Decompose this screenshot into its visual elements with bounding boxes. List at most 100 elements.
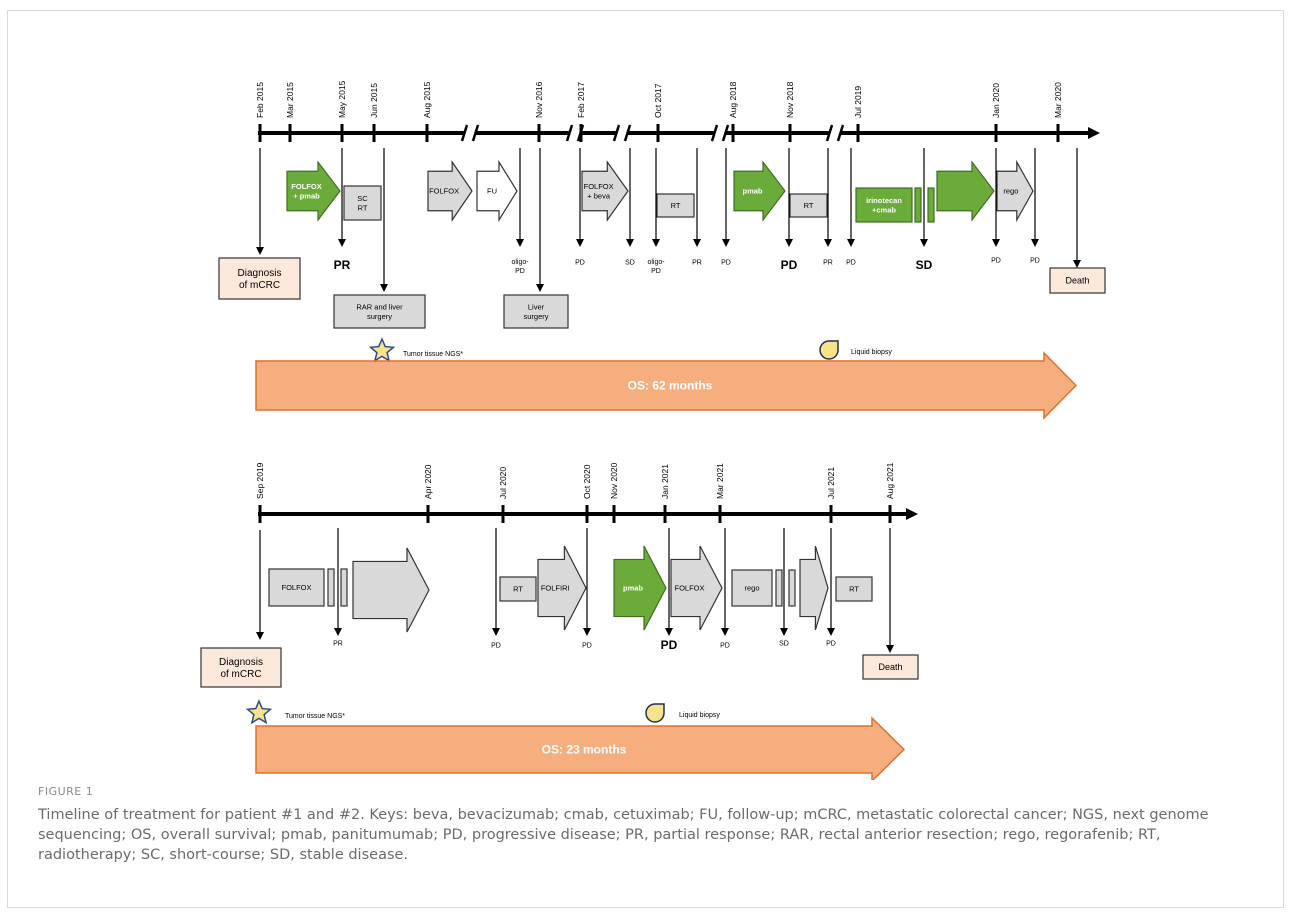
treatment-box — [789, 193, 828, 218]
date-label: Aug 2021 — [885, 462, 895, 499]
treatment-separator — [775, 569, 783, 607]
ngs-label: Tumor tissue NGS* — [403, 351, 463, 358]
surgery-box-label: Liver — [528, 302, 545, 311]
date-label: Jan 2021 — [660, 464, 670, 499]
biopsy-label: Liquid biopsy — [851, 349, 892, 356]
treatment-arrow-label: FOLFOX — [291, 182, 321, 191]
treatment-box-label: FOLFOX — [281, 583, 311, 592]
date-label: Feb 2017 — [576, 82, 586, 118]
surgery-box-label: surgery — [523, 312, 548, 321]
response-arrow-head — [626, 239, 634, 247]
diagnosis-box — [218, 257, 301, 300]
response-arrow-head — [780, 628, 788, 636]
date-label: Nov 2020 — [609, 462, 619, 499]
response-arrow-head — [652, 239, 660, 247]
treatment-box — [656, 193, 695, 218]
treatment-box-label: RT — [358, 203, 368, 212]
timeline-axis-patient2-arrowhead — [906, 508, 918, 520]
diagnosis-arrow-head — [256, 247, 264, 255]
figure-caption: Timeline of treatment for patient #1 and… — [38, 807, 1209, 863]
response-label: oligo- — [647, 259, 665, 266]
treatment-arrow-label: pmab — [742, 187, 762, 196]
treatment-arrow — [613, 545, 667, 631]
biopsy-label: Liquid biopsy — [679, 712, 720, 719]
response-label: PD — [582, 642, 592, 649]
axis-break-gap — [616, 129, 628, 137]
date-label: Mar 2021 — [715, 463, 725, 499]
date-label: Jul 2019 — [853, 86, 863, 118]
response-label: PD — [575, 259, 585, 266]
treatment-box-label: RT — [849, 585, 859, 594]
treatment-box-label: RT — [671, 201, 681, 210]
treatment-box — [855, 187, 913, 223]
star-icon — [368, 337, 396, 363]
treatment-arrow-label: pmab — [623, 584, 643, 593]
response-label: PD — [1030, 257, 1040, 264]
treatment-arrow-label: FOLFOX — [674, 584, 704, 593]
response-arrow-head — [583, 628, 591, 636]
diagnosis-box-label: Diagnosis — [219, 657, 263, 668]
treatment-box-label: RT — [513, 585, 523, 594]
axis-break-mark — [721, 124, 730, 142]
treatment-separator — [914, 187, 922, 223]
os-arrow — [255, 716, 906, 780]
death-box-label: Death — [878, 662, 902, 672]
response-arrow-head — [492, 628, 500, 636]
axis-break-mark — [565, 124, 574, 142]
treatment-arrow-label: + pmab — [293, 191, 320, 200]
figure-frame — [7, 10, 1284, 908]
treatment-box — [343, 185, 382, 221]
treatment-arrow — [670, 545, 723, 631]
death-arrow-head — [1073, 260, 1081, 268]
response-label: PD — [491, 642, 501, 649]
date-label: Jul 2020 — [498, 467, 508, 499]
surgery-box — [503, 294, 569, 329]
treatment-arrow-label: FOLFIRI — [541, 584, 570, 593]
diagnosis-box-label: of mCRC — [239, 280, 280, 291]
response-arrow-head — [693, 239, 701, 247]
date-label: Mar 2015 — [285, 82, 295, 118]
os-arrow — [255, 351, 1078, 420]
drop-icon — [645, 703, 665, 723]
treatment-arrow — [799, 545, 829, 631]
response-arrow-head — [576, 239, 584, 247]
treatment-box — [499, 576, 537, 602]
date-label: Nov 2018 — [785, 81, 795, 118]
response-arrow-head — [516, 239, 524, 247]
response-arrow-head — [721, 628, 729, 636]
date-label: Jan 2020 — [991, 83, 1001, 118]
axis-break-mark — [623, 124, 632, 142]
treatment-arrow-label: FOLFOX — [584, 182, 614, 191]
date-label: Aug 2015 — [422, 81, 432, 118]
os-arrow-label: OS: 62 months — [628, 379, 713, 393]
treatment-arrow-label: + beva — [587, 191, 611, 200]
date-label: Oct 2020 — [582, 464, 592, 499]
axis-break-mark — [612, 124, 621, 142]
date-label: Nov 2016 — [534, 81, 544, 118]
response-label: PD — [661, 638, 678, 652]
axis-break-mark — [836, 124, 845, 142]
treatment-separator — [340, 568, 348, 607]
treatment-box-label: SC — [357, 194, 368, 203]
date-label: Oct 2017 — [653, 83, 663, 118]
treatment-box — [731, 569, 773, 607]
response-arrow-head — [992, 239, 1000, 247]
treatment-separator — [927, 187, 935, 223]
response-arrow-head — [827, 628, 835, 636]
axis-break-mark — [710, 124, 719, 142]
surgery-box-label: RAR and liver — [356, 302, 403, 311]
surgery-box — [333, 294, 426, 329]
date-label: Jul 2021 — [826, 467, 836, 499]
drop-icon — [819, 340, 839, 360]
treatment-arrow — [427, 160, 473, 222]
axis-break-gap — [464, 129, 476, 137]
treatment-arrow — [581, 160, 629, 222]
date-label: May 2015 — [337, 80, 347, 118]
treatment-separator — [788, 569, 796, 607]
axis-break-mark — [471, 124, 480, 142]
star-icon — [245, 699, 273, 725]
treatment-arrow — [936, 160, 995, 222]
treatment-box-label: +cmab — [872, 205, 896, 214]
response-arrow-head — [722, 239, 730, 247]
date-label: Jun 2015 — [369, 83, 379, 118]
